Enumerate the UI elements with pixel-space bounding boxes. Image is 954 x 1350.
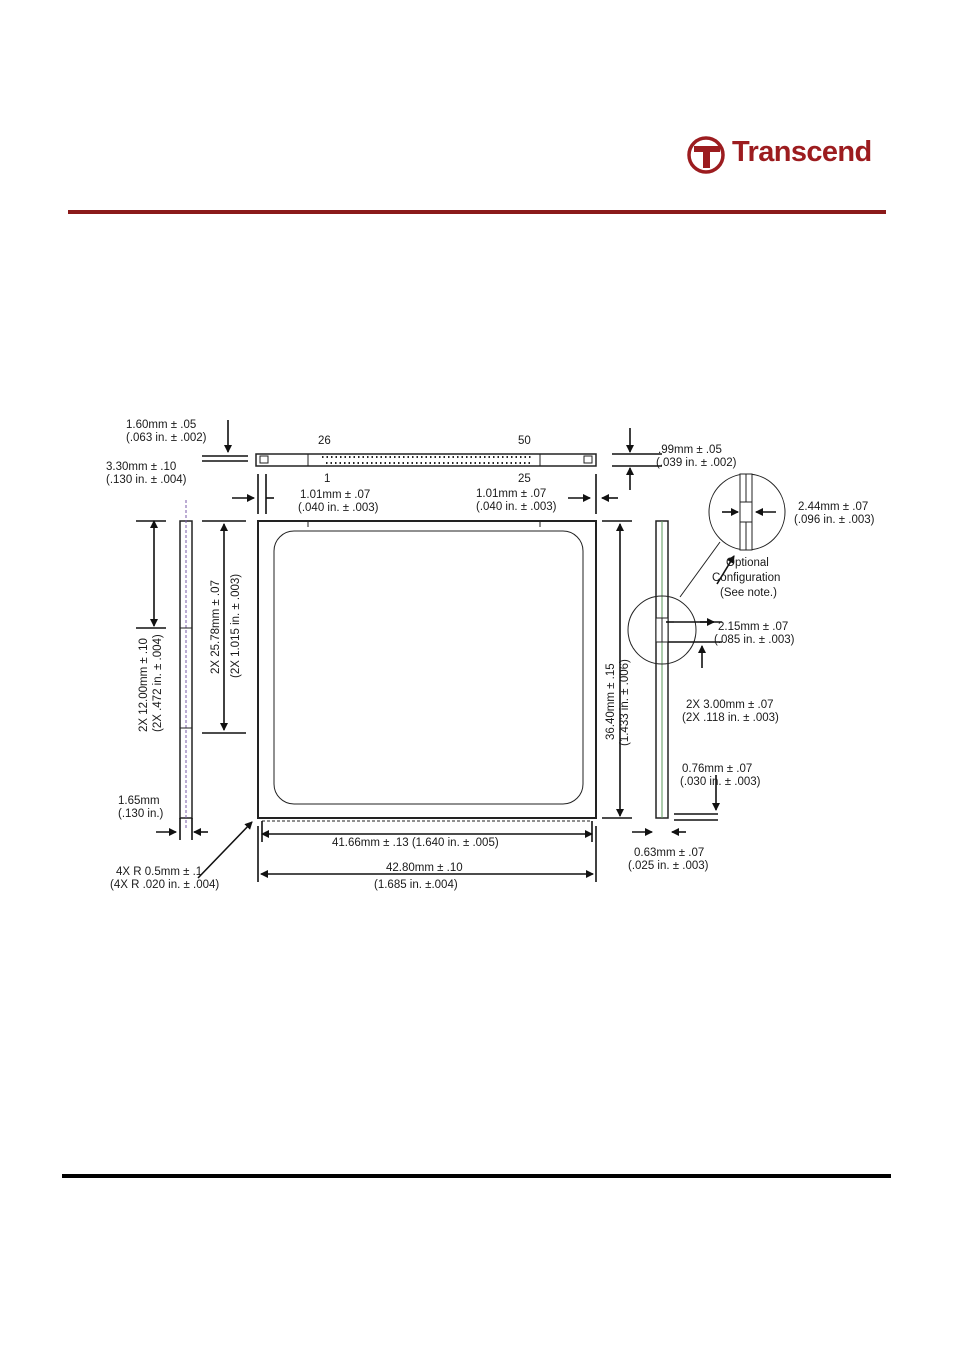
dim-label: 1.65mm	[118, 795, 160, 807]
header-rule	[68, 210, 886, 214]
dim-label: (2X .118 in. ± .003)	[682, 712, 779, 724]
dim-label: 4X R 0.5mm ± .1	[116, 866, 202, 878]
dim-label: 2X 12.00mm ± .10	[138, 638, 150, 732]
dim-label: (2X .472 in. ± .004)	[152, 634, 164, 732]
pin-50-label: 50	[518, 435, 531, 447]
card-front-outline	[257, 520, 597, 819]
detail-circle-lower	[627, 595, 697, 665]
footer-rule	[62, 1174, 891, 1178]
dim-label: .99mm ± .05	[658, 444, 722, 456]
dim-label: (.030 in. ± .003)	[680, 776, 761, 788]
dim-label: 2.15mm ± .07	[718, 621, 788, 633]
dim-label: 41.66mm ± .13 (1.640 in. ± .005)	[332, 837, 499, 849]
dim-label: (.040 in. ± .003)	[476, 501, 557, 513]
dim-label: (4X R .020 in. ± .004)	[110, 879, 219, 891]
pin-26-label: 26	[318, 435, 331, 447]
transcend-logo: Transcend	[686, 134, 886, 178]
dim-label: 1.01mm ± .07	[476, 488, 546, 500]
dimension-drawing-svg: 26 50 1 25 1.60mm ± .05 (.063 in. ± .002…	[106, 419, 875, 891]
pin-1-label: 1	[324, 473, 330, 485]
dim-label: 2X 3.00mm ± .07	[686, 699, 774, 711]
dim-label: (.039 in. ± .002)	[656, 457, 737, 469]
dim-label: 0.76mm ± .07	[682, 763, 752, 775]
pin-25-label: 25	[518, 473, 531, 485]
dim-label: (.130 in.)	[118, 808, 164, 820]
dim-label: 1.01mm ± .07	[300, 489, 370, 501]
dim-label: (1.685 in. ±.004)	[374, 879, 458, 891]
dim-label: (.040 in. ± .003)	[298, 502, 379, 514]
dim-label: 42.80mm ± .10	[386, 862, 463, 874]
dim-label: 1.60mm ± .05	[126, 419, 196, 431]
optional-note: (See note.)	[720, 587, 777, 599]
dim-label: 2.44mm ± .07	[798, 501, 868, 513]
card-label-area	[273, 530, 584, 805]
card-top-edge	[255, 453, 597, 467]
dim-label: 3.30mm ± .10	[106, 461, 176, 473]
optional-note: Configuration	[712, 572, 780, 584]
optional-note: Optional	[726, 557, 769, 569]
cf-card-dimension-drawing: 26 50 1 25 1.60mm ± .05 (.063 in. ± .002…	[62, 390, 900, 900]
dim-label: (.085 in. ± .003)	[714, 634, 795, 646]
edge-notch-left	[259, 455, 269, 464]
dim-label: (.025 in. ± .003)	[628, 860, 709, 872]
dim-label: 2X 25.78mm ± .07	[210, 580, 222, 674]
logo-wordmark: Transcend	[732, 136, 872, 168]
dim-label: (.096 in. ± .003)	[794, 514, 875, 526]
dim-label: 0.63mm ± .07	[634, 847, 704, 859]
dim-label: 36.40mm ± .15	[605, 663, 617, 740]
dim-label: (.130 in. ± .004)	[106, 474, 187, 486]
transcend-logo-mark	[687, 136, 725, 174]
dim-label: (1.433 in. ± .006)	[619, 659, 631, 746]
dim-label: (2X 1.015 in. ± .003)	[230, 574, 242, 678]
dim-label: (.063 in. ± .002)	[126, 432, 207, 444]
edge-notch-right	[583, 455, 593, 464]
